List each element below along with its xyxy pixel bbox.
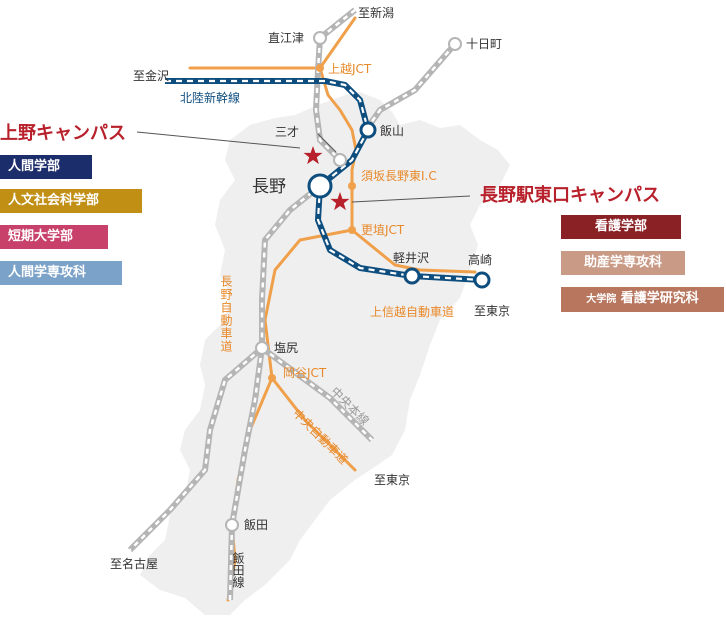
ueno-dept-1: 人間学部 bbox=[0, 155, 92, 179]
expressway-nagano bbox=[263, 228, 354, 380]
label-hokuriku-shinkansen: 北陸新幹線 bbox=[180, 90, 240, 105]
nagano-prefecture-shape bbox=[140, 92, 510, 615]
station-karuizawa-marker bbox=[403, 267, 421, 285]
label-joetsu-jct: 上越JCT bbox=[328, 62, 372, 76]
station-naoetsu-marker bbox=[313, 31, 327, 45]
ueno-dept-2: 人文社会科学部 bbox=[0, 189, 142, 213]
station-sanzai-marker bbox=[333, 153, 347, 167]
nagano-east-dept-1: 看護学部 bbox=[561, 215, 681, 239]
label-shiojiri: 塩尻 bbox=[274, 340, 298, 355]
label-okaya-jct: 岡谷JCT bbox=[283, 366, 327, 380]
label-to-nagoya: 至名古屋 bbox=[110, 556, 158, 571]
suzaka-ic-dot bbox=[348, 182, 356, 190]
koshoku-jct-dot bbox=[348, 226, 356, 234]
station-takasaki-marker bbox=[473, 271, 491, 289]
ueno-campus-star bbox=[303, 146, 323, 165]
joetsu-jct-dot bbox=[316, 64, 324, 72]
label-to-tokyo-1: 至東京 bbox=[474, 304, 510, 318]
label-sanzai: 三才 bbox=[275, 125, 299, 139]
label-iiyama: 飯山 bbox=[380, 123, 404, 138]
okaya-jct-dot bbox=[268, 374, 276, 382]
label-iida: 飯田 bbox=[244, 517, 268, 532]
ueno-leader-line bbox=[136, 131, 301, 149]
station-nagano-marker bbox=[307, 173, 333, 199]
nagano-east-dept-2-label: 助産学専攻科 bbox=[583, 255, 662, 270]
label-koshoku-jct: 更埴JCT bbox=[361, 222, 405, 237]
station-tokamachi-marker bbox=[448, 37, 462, 51]
label-karuizawa: 軽井沢 bbox=[393, 251, 429, 265]
expressway-chuo-east bbox=[270, 376, 357, 472]
nagano-east-leader-line bbox=[351, 195, 471, 203]
label-tokamachi: 十日町 bbox=[466, 37, 502, 51]
station-iiyama-marker bbox=[359, 121, 377, 139]
expressway-joshinetsu-east bbox=[350, 228, 477, 274]
nagano-east-dept-3: 大学院 看護学研究科 bbox=[561, 287, 724, 312]
nagano-east-campus-title: 長野駅東口キャンパス bbox=[480, 185, 660, 206]
station-iida-marker bbox=[225, 518, 239, 532]
label-suzaka-ic: 須坂長野東I.C bbox=[361, 169, 437, 183]
expressway-joshinetsu-north bbox=[318, 66, 358, 232]
sanzai-leader-line bbox=[317, 133, 337, 153]
label-to-niigata: 至新潟 bbox=[358, 5, 394, 20]
label-to-tokyo-2: 至東京 bbox=[374, 473, 410, 487]
label-joshinetsu: 上信越自動車道 bbox=[370, 305, 454, 319]
ueno-dept-4: 人間学専攻科 bbox=[0, 261, 122, 285]
label-to-kanazawa: 至金沢 bbox=[133, 68, 169, 83]
ueno-campus-title: 上野キャンパス bbox=[0, 123, 126, 144]
nagano-east-dept-3-label: 看護学研究科 bbox=[620, 291, 699, 306]
station-shiojiri-marker bbox=[255, 341, 269, 355]
nagano-east-dept-1-label: 看護学部 bbox=[594, 219, 647, 234]
expressway-joetsu-jct-north bbox=[318, 16, 357, 70]
nagano-east-campus-star bbox=[330, 192, 350, 211]
label-naoetsu: 直江津 bbox=[268, 31, 304, 45]
label-takasaki: 高崎 bbox=[468, 252, 492, 267]
label-nagano: 長野 bbox=[252, 177, 286, 197]
label-iida-line: 飯田線 bbox=[231, 551, 245, 588]
ueno-dept-3: 短期大学部 bbox=[0, 225, 108, 249]
nagano-east-dept-3-prefix: 大学院 bbox=[586, 294, 617, 305]
nagano-east-dept-2: 助産学専攻科 bbox=[561, 251, 685, 275]
label-nagano-expressway: 長野自動車道 bbox=[219, 275, 233, 353]
